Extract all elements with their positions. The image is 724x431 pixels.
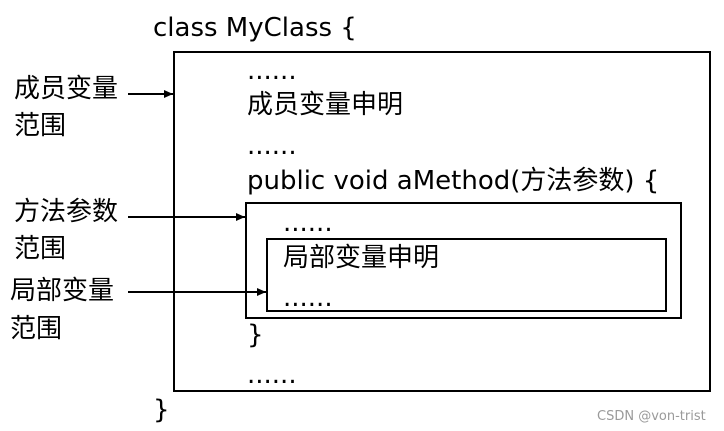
member-scope-label-2: 范围	[14, 111, 67, 141]
param-scope-label-2: 范围	[14, 234, 67, 264]
method-close-brace: }	[247, 320, 264, 350]
param-scope-box	[245, 202, 682, 319]
watermark: CSDN @von-trist	[597, 409, 706, 424]
class-open-line: class MyClass {	[153, 13, 357, 43]
ellipsis-1: ......	[247, 56, 297, 86]
ellipsis-3: ......	[283, 208, 333, 238]
local-scope-label-1: 局部变量	[10, 276, 115, 306]
ellipsis-2: ......	[247, 131, 297, 161]
member-decl-line: 成员变量申明	[247, 90, 404, 120]
local-scope-box	[266, 238, 667, 312]
member-scope-box	[173, 51, 711, 392]
class-close-brace: }	[153, 395, 170, 425]
ellipsis-5: ......	[247, 360, 297, 390]
local-scope-label-2: 范围	[10, 314, 63, 344]
member-scope-label-1: 成员变量	[14, 74, 119, 104]
method-signature-line: public void aMethod(方法参数) {	[247, 166, 660, 196]
local-decl-line: 局部变量申明	[283, 243, 440, 273]
ellipsis-4: ......	[283, 283, 333, 313]
param-scope-label-1: 方法参数	[14, 197, 119, 227]
